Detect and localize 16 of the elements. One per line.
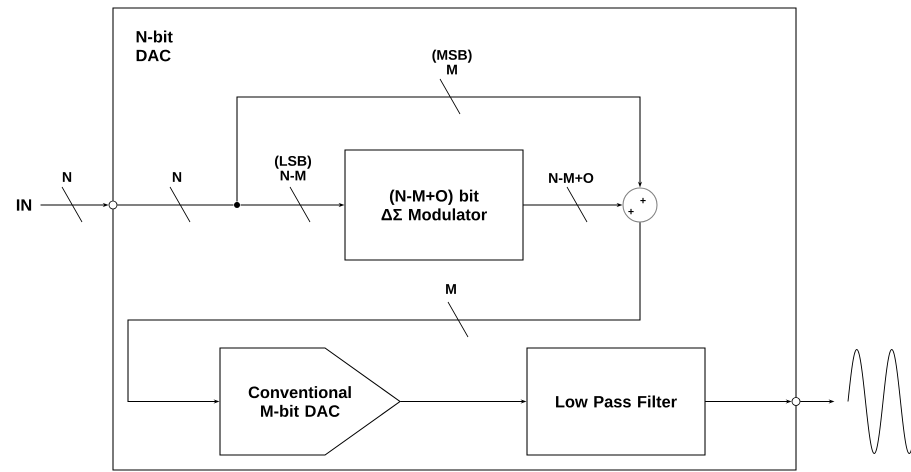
edge-label: N: [62, 172, 72, 182]
modulator-box: (N-M+O) bit ΔΣ Modulator: [344, 149, 524, 261]
arrow: [236, 96, 642, 202]
dac-pentagon: Conventional M-bit DAC: [219, 347, 401, 456]
input-label: IN: [16, 199, 32, 211]
port-circle: [792, 397, 800, 406]
port-circle: [108, 200, 118, 210]
block-title: N-bit DAC: [136, 30, 173, 62]
sine-wave-drawing: [848, 349, 911, 454]
edge-label: (MSB) M: [432, 50, 472, 74]
edge-label: M: [446, 284, 456, 294]
summing-junction: + +: [622, 187, 658, 223]
edge-label: (LSB) N-M: [274, 156, 312, 180]
filter-box: Low Pass Filter: [526, 347, 706, 456]
edge-label: N-M+O: [549, 173, 594, 183]
edge-label: N: [172, 172, 182, 182]
